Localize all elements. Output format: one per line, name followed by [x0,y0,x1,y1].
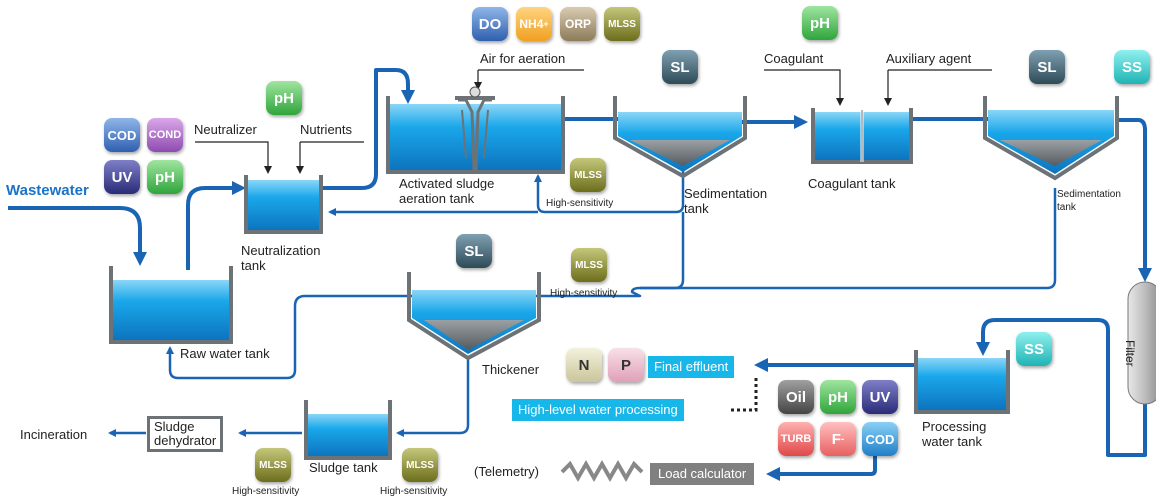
pipe-wastewater [8,206,147,266]
arrow-neutralizer [195,141,272,174]
high-sensitivity-label-3: High-sensitivity [232,486,300,497]
sedimentation-tank-1-label: Sedimentation tank [684,186,768,216]
telemetry-zigzag [560,459,644,483]
cond-badge: COND [147,118,183,152]
ph-badge-neutral: pH [266,81,302,115]
p-badge: P [608,348,644,382]
pipe-thickener-to-sludge [396,358,470,437]
sedimentation-tank-2-label: Sedimentation tank [1057,189,1121,213]
pipe-return-sludge [330,170,685,212]
nh4-badge: NH4+ [516,7,552,41]
arrow-aux-agent [888,69,992,104]
raw-water-tank [109,266,233,344]
pipe-sed1-to-thickener [640,212,685,290]
coagulant-tank-label: Coagulant tank [808,176,896,191]
pipe-raw-to-neutral [186,181,246,270]
ph-badge-processing: pH [820,380,856,414]
coagulant-label: Coagulant [764,51,824,66]
sl-badge-thickener: SL [456,234,492,268]
cod-badge-processing: COD [862,422,898,456]
pipe-filter-to-processing [976,318,1147,457]
final-effluent-box: Final effluent [648,356,735,378]
nh4-text: NH4 [519,17,544,31]
pipe-cod-to-load [766,442,877,481]
cod-badge: COD [104,118,140,152]
processing-water-tank-label: Processing water tank [922,419,987,449]
high-level-water-box: High-level water processing [512,399,684,421]
n-badge: N [566,348,602,382]
sludge-dehydrator-box: Sludge dehydrator [147,416,224,452]
mlss-badge-top: MLSS [604,7,640,41]
uv-badge-processing: UV [862,380,898,414]
filter-label: Filter [1123,340,1137,367]
raw-water-tank-label: Raw water tank [180,346,270,361]
neutralization-tank [244,175,323,234]
f-text: F [831,430,841,448]
mlss-badge-aeration: MLSS [570,158,606,192]
high-sensitivity-label-4: High-sensitivity [380,486,448,497]
high-sensitivity-label-1: High-sensitivity [546,198,614,209]
sl-badge-sed1: SL [662,50,698,84]
thickener-label: Thickener [482,362,540,377]
nutrients-label: Nutrients [300,122,353,137]
nh4-sup: + [543,19,549,29]
neutralizer-label: Neutralizer [194,122,257,137]
sedimentation-tank-2 [983,96,1119,181]
sedimentation-tank-1 [613,96,747,179]
thickener-tank [407,272,541,361]
sludge-tank [304,400,392,460]
mlss-badge-sludge-left: MLSS [255,448,291,482]
uv-badge: UV [104,160,140,194]
air-for-aeration-label: Air for aeration [480,51,566,66]
high-sensitivity-label-2: High-sensitivity [550,288,618,299]
activated-sludge-label: Activated sludge aeration tank [399,176,495,206]
coagulant-tank [811,108,913,164]
dotted-connector [730,378,758,412]
arrow-nutrients [300,141,364,172]
f-sup: - [840,433,845,445]
arrow-air [478,69,584,88]
processing-water-tank [914,350,1010,414]
ss-badge-processing: SS [1016,332,1052,366]
turb-badge: TURB [778,422,814,456]
sl-badge-sed2: SL [1029,50,1065,84]
oil-badge: Oil [778,380,814,414]
wastewater-label: Wastewater [6,182,89,199]
ss-badge-sed2: SS [1114,50,1150,84]
pipe-neutral-to-aeration [320,68,415,190]
mlss-badge-thickener: MLSS [571,248,607,282]
sludge-tank-label: Sludge tank [309,460,378,475]
incineration-label: Incineration [20,427,88,442]
mlss-badge-sludge-right: MLSS [402,448,438,482]
do-badge: DO [472,7,508,41]
auxiliary-agent-label: Auxiliary agent [886,51,972,66]
pipe-sed2-to-filter [1117,118,1152,282]
orp-badge: ORP [560,7,596,41]
ph-badge-coag: pH [802,6,838,40]
telemetry-label: (Telemetry) [474,464,540,479]
f-badge: F- [820,422,856,456]
aeration-tank [386,86,565,174]
pipe-sed2-to-thickener [166,188,1057,380]
neutralization-tank-label: Neutralization tank [241,243,321,273]
load-calculator-box: Load calculator [650,463,755,485]
ph-badge-raw: pH [147,160,183,194]
arrow-coagulant [764,69,844,106]
filter-unit [1127,281,1156,405]
